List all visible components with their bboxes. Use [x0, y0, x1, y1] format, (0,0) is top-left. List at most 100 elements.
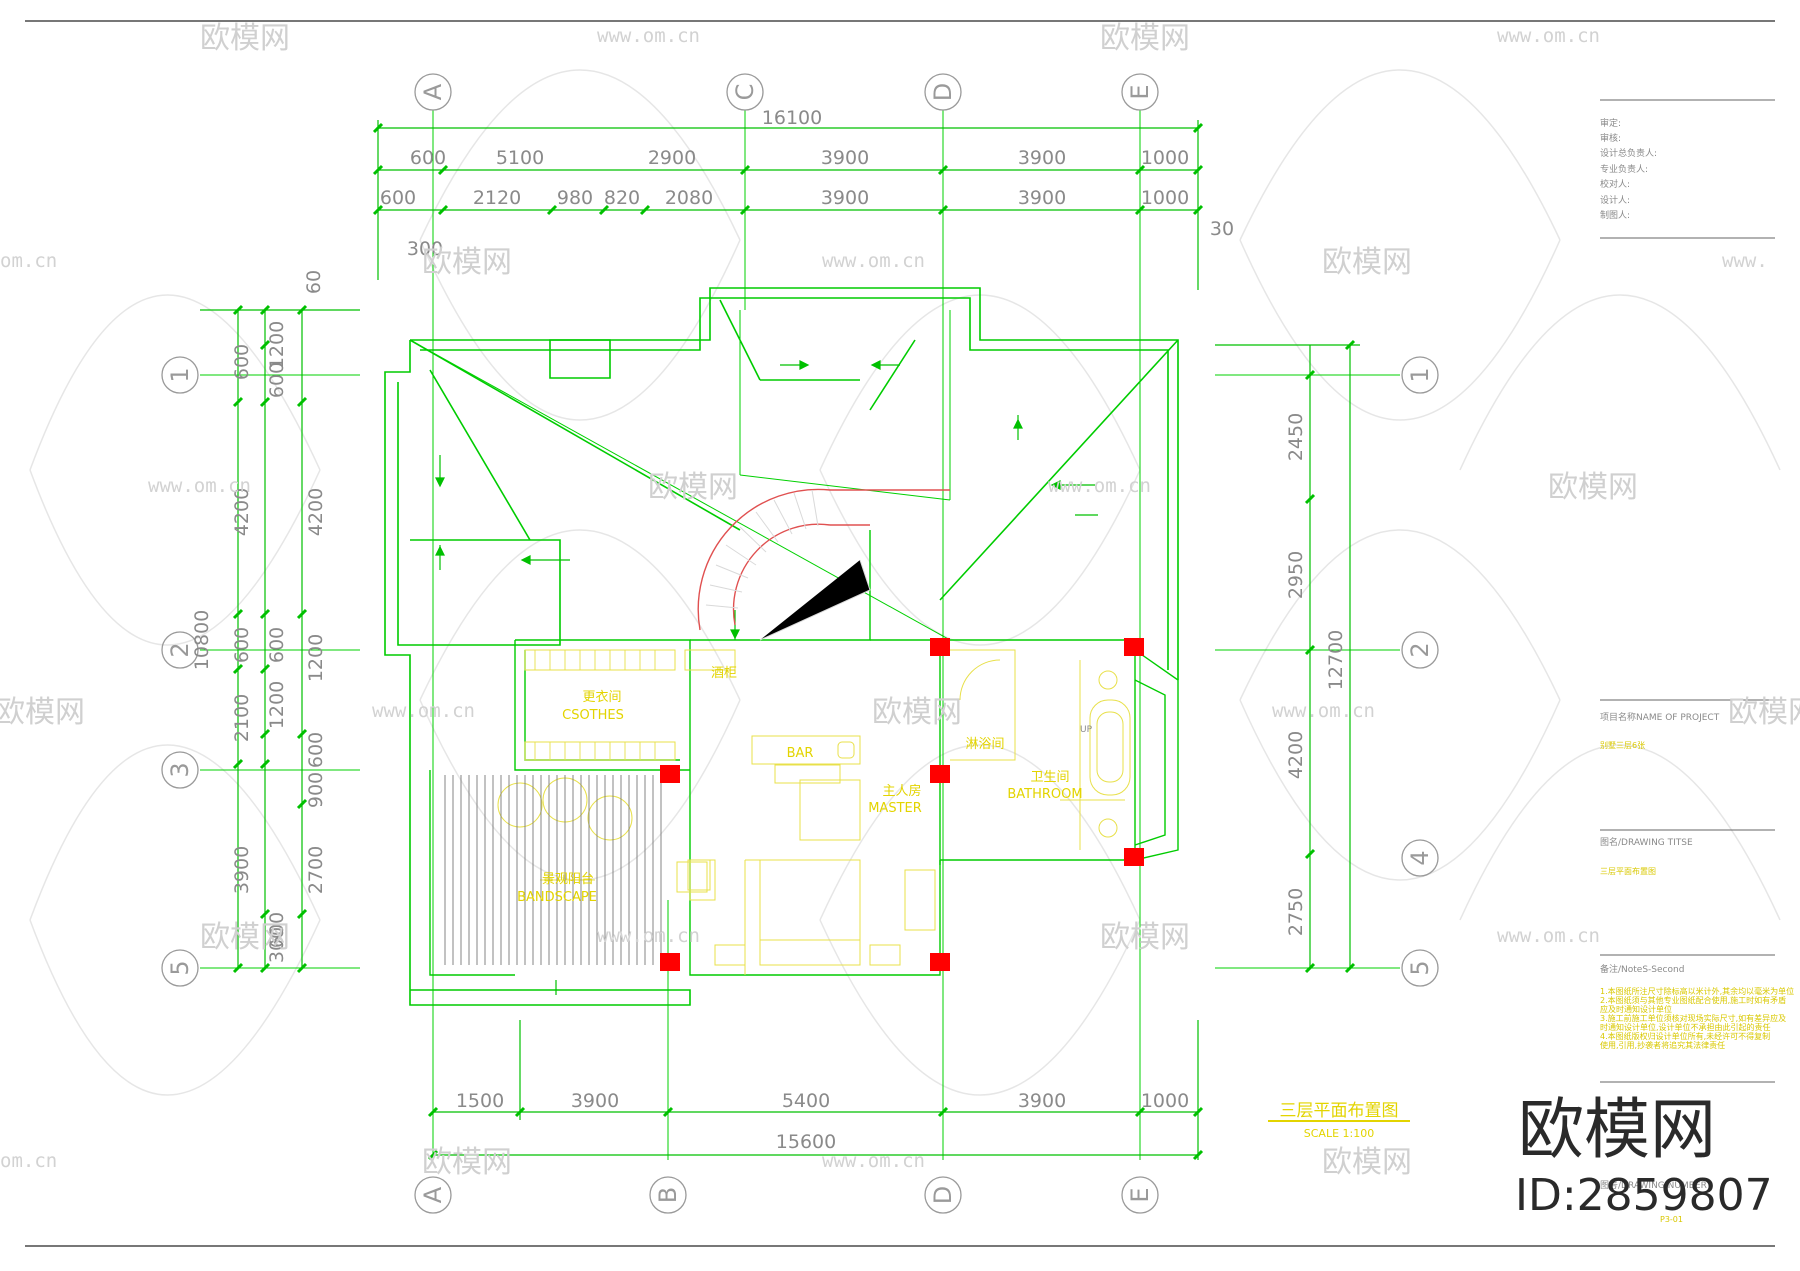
- dim-bottom-overall: 15600: [776, 1131, 836, 1153]
- wm-brand-5: 欧模网: [648, 470, 738, 505]
- tb-role-2: 设计总负责人:: [1600, 147, 1657, 159]
- bottom-dim-ticks: [427, 1106, 1204, 1161]
- wm-url-10: www.om.cn: [822, 1150, 925, 1172]
- tb-note-3: 3.施工前施工单位须核对现场实际尺寸,如有差异应及: [1600, 1013, 1786, 1023]
- wm-url-9: www.om.cn: [1497, 925, 1600, 947]
- grid-bottom-d: D: [929, 1186, 957, 1204]
- room-closet-en: CSOTHES: [562, 708, 624, 723]
- room-balcony-en: BANDSCAPE: [517, 890, 597, 905]
- bottom-dimensions: [433, 1020, 1199, 1160]
- wm-brand-11: 欧模网: [1322, 1145, 1412, 1180]
- grid-lines: [200, 110, 1400, 1160]
- tb-role-6: 制图人:: [1600, 209, 1630, 221]
- wm-brand-10: 欧模网: [422, 1145, 512, 1180]
- dim-top-r1-1: 5100: [496, 147, 544, 169]
- grid-top-c: C: [731, 84, 759, 101]
- wm-url-7: www.om.cn: [1272, 700, 1375, 722]
- dim-top-r2-6: 3900: [1018, 187, 1066, 209]
- tb-drawing-title-label: 图名/DRAWING TITSE: [1600, 836, 1693, 848]
- wm-url-1: www.om.cn: [597, 25, 700, 47]
- tb-project-label: 项目名称NAME OF PROJECT: [1600, 711, 1720, 723]
- dim-right-3: 2750: [1285, 888, 1307, 936]
- grid-left-3: 3: [166, 762, 194, 777]
- wm-brand-4: 欧模网: [1322, 245, 1412, 280]
- dim-top-r2-2: 980: [557, 187, 593, 209]
- dim-left-outer-4: 3900: [231, 846, 253, 894]
- grid-right-1: 1: [1406, 367, 1434, 382]
- room-bar-cn: BAR: [787, 746, 814, 761]
- room-bathroom-en: BATHROOM: [1007, 787, 1082, 802]
- dim-top-r2-3: 820: [604, 187, 640, 209]
- dim-left-outer-3: 2100: [231, 694, 253, 742]
- wm-brand-8: 欧模网: [200, 920, 290, 955]
- title-block: 审定: 审核: 设计总负责人: 专业负责人: 校对人: 设计人: 制图人: 项目…: [1600, 99, 1794, 1224]
- room-labels: 更衣间 CSOTHES 酒柜 BAR 淋浴间 卫生间 BATHROOM 主人房 …: [517, 666, 1092, 905]
- wm-url-partial-2: om.cn: [0, 1150, 57, 1172]
- structural-columns: [660, 638, 1144, 971]
- dim-left-outer-1: 4200: [231, 488, 253, 536]
- dim-bottom-4: 1000: [1141, 1090, 1189, 1112]
- stair-treads: [705, 489, 871, 641]
- dim-top-misc-1: 30: [1210, 218, 1234, 240]
- dim-bottom-2: 5400: [782, 1090, 830, 1112]
- room-shower-cn: 淋浴间: [965, 737, 1004, 752]
- dim-top-r2-5: 3900: [821, 187, 869, 209]
- grid-right-2: 2: [1406, 642, 1434, 657]
- tb-role-1: 审核:: [1600, 132, 1621, 144]
- dim-left-inner-3: 600: [266, 627, 288, 663]
- tb-role-5: 设计人:: [1600, 194, 1630, 206]
- bottom-dim-text: 1500 3900 5400 3900 1000 15600: [456, 1090, 1189, 1153]
- wm-url-2: www.om.cn: [1497, 25, 1600, 47]
- top-dim-ticks: [372, 122, 1204, 216]
- spiral-stair: [697, 488, 950, 631]
- brand-logo-text: 欧模网: [1518, 1091, 1716, 1168]
- closet-hatch: [534, 650, 656, 760]
- watermarks: 欧模网 www.om.cn 欧模网 www.om.cn om.cn 欧模网 ww…: [0, 21, 1800, 1180]
- tb-note-1: 2.本图纸须与其他专业图纸配合使用,施工时如有矛盾: [1600, 995, 1786, 1005]
- room-up-label: UP: [1080, 725, 1093, 735]
- wm-url-5: www.om.cn: [1048, 475, 1151, 497]
- dim-right-1: 2950: [1285, 551, 1307, 599]
- drawing-title-text: 三层平面布置图: [1280, 1101, 1399, 1121]
- dim-right-overall: 12700: [1325, 630, 1347, 690]
- wm-url-partial-1: om.cn: [0, 250, 57, 272]
- dim-left-inner-7: 300: [266, 927, 288, 963]
- wm-brand-9: 欧模网: [1100, 920, 1190, 955]
- room-balcony-cn: 景观阳台: [542, 872, 594, 887]
- dim-top-r1-3: 3900: [821, 147, 869, 169]
- wm-brand-6: 欧模网: [1548, 470, 1638, 505]
- left-dimensions: [200, 309, 360, 968]
- brand-id-text: ID:2859807: [1515, 1170, 1773, 1221]
- dim-right-2: 4200: [1285, 731, 1307, 779]
- dim-left-inner-10: 600: [266, 912, 288, 948]
- dim-top-r1-2: 2900: [648, 147, 696, 169]
- brand-badge: 欧模网 ID:2859807: [1515, 1091, 1773, 1221]
- dim-top-r1-0: 600: [410, 147, 446, 169]
- wm-brand-2: 欧模网: [1100, 21, 1190, 56]
- wm-brand-partial-right: 欧模网: [1728, 695, 1800, 730]
- grid-right-5: 5: [1406, 960, 1434, 975]
- dim-right-0: 2450: [1285, 413, 1307, 461]
- room-bathroom-cn: 卫生间: [1030, 770, 1069, 785]
- dim-left-inner-6: 2700: [305, 846, 327, 894]
- tb-note-6: 使用,引用,抄袭者将追究其法律责任: [1600, 1040, 1725, 1050]
- top-dim-text: 16100 600 5100 2900 3900 3900 1000 600 2…: [380, 107, 1234, 260]
- dim-top-r1-4: 3900: [1018, 147, 1066, 169]
- tb-note-0: 1.本图纸所注尺寸除标高以米计外,其余均以毫米为单位: [1600, 986, 1794, 996]
- wm-url-8: www.om.cn: [597, 925, 700, 947]
- tb-drawing-title-value: 三层平面布置图: [1600, 866, 1656, 876]
- balcony-deck: [444, 775, 662, 965]
- wm-url-6: www.om.cn: [372, 700, 475, 722]
- dim-top-misc-0: 300: [407, 238, 443, 260]
- room-closet-cn: 更衣间: [582, 689, 621, 705]
- grid-bottom-e: E: [1126, 1187, 1154, 1202]
- tb-drawing-no-label: 图号/DRAWING NUMBER: [1600, 1180, 1707, 1191]
- wm-brand-7: 欧模网: [872, 695, 962, 730]
- tb-note-2: 应及时通知设计单位: [1600, 1004, 1672, 1014]
- grid-left-1: 1: [166, 367, 194, 382]
- dim-left-outer-0: 600: [231, 344, 253, 380]
- dim-left-inner-2: 4200: [305, 488, 327, 536]
- tb-notes-label: 备注/NoteS-Second: [1600, 963, 1684, 975]
- wm-brand-3: 欧模网: [422, 245, 512, 280]
- grid-top-a: A: [419, 83, 447, 100]
